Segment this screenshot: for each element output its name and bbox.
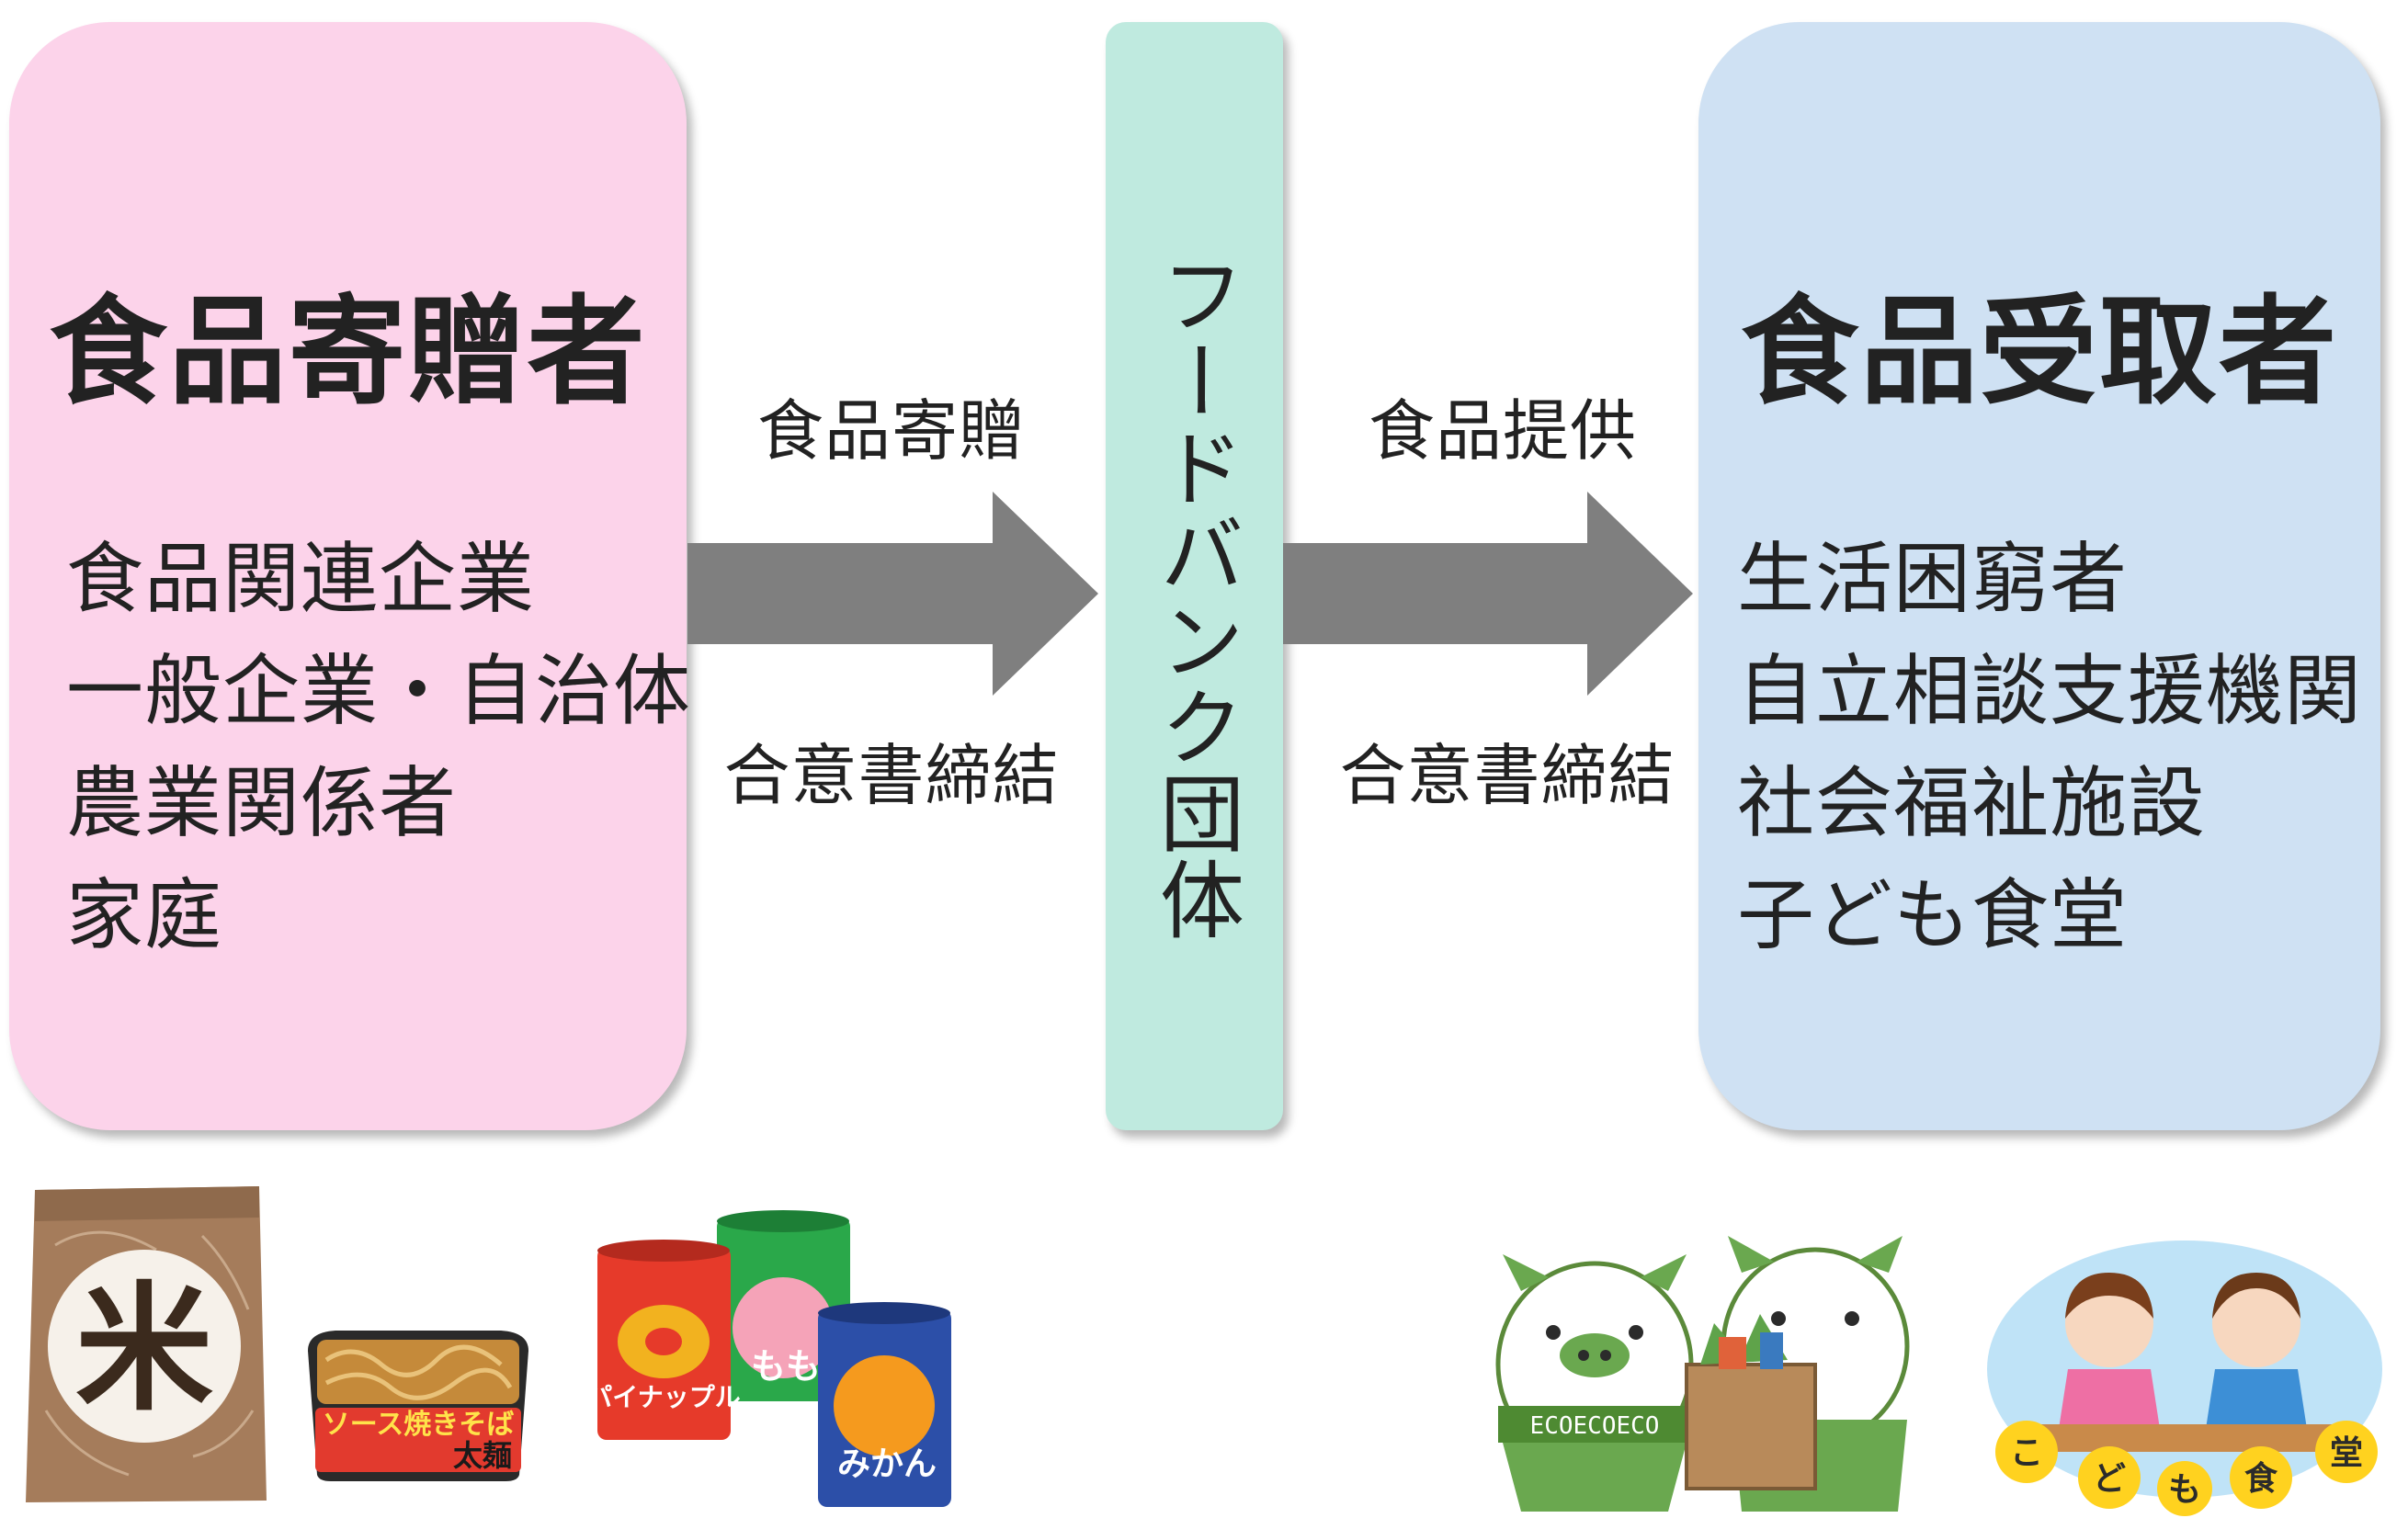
noodle-label-1: ソース焼きそば: [323, 1409, 515, 1441]
donor-title: 食品寄贈者: [49, 284, 647, 421]
recipient-title: 食品受取者: [1740, 284, 2338, 421]
kodomo-char: 堂: [2330, 1434, 2363, 1472]
recipient-item: 社会福祉施設: [1737, 758, 2207, 848]
mascot-band-text: ECOECOECO: [1530, 1412, 1660, 1440]
kodomo-char: も: [2168, 1471, 2201, 1509]
donation-arrow: [687, 492, 1098, 696]
rice-bag-illustration: 米: [26, 1186, 267, 1502]
recipient-item: 生活困窮者: [1737, 534, 2129, 624]
recipient-item: 子ども食堂: [1737, 870, 2129, 960]
donor-item: 農業関係者: [66, 758, 458, 848]
kodomo-char: ど: [2093, 1460, 2126, 1498]
donor-item: 家庭: [66, 870, 223, 960]
provide-arrow: [1283, 492, 1693, 696]
donation-label: 食品寄贈: [756, 392, 1026, 470]
kodomo-shokudo-illustration: こ ど も 食 堂: [1987, 1240, 2382, 1516]
can-pineapple-label: パイナップル: [593, 1382, 741, 1412]
noodle-label-2: 太麺: [453, 1438, 512, 1473]
recipient-item: 自立相談支援機関: [1737, 646, 2363, 736]
can-mikan-label: みかん: [837, 1445, 937, 1483]
agreement-label-recipient: 合意書締結: [1339, 737, 1675, 814]
provide-label: 食品提供: [1368, 392, 1637, 470]
recipient-box: 食品受取者 生活困窮者 自立相談支援機関 社会福祉施設 子ども食堂: [1698, 22, 2380, 1130]
mascot-illustration: ECOECOECO: [1495, 1236, 1910, 1512]
donor-box: 食品寄贈者 食品関連企業 一般企業・自治体 農業関係者 家庭: [9, 22, 690, 1130]
foodbank-box: フードバンク団体: [1106, 22, 1283, 1130]
kodomo-char: こ: [2010, 1434, 2043, 1472]
rice-bag-label: 米: [75, 1270, 213, 1430]
donor-item: 食品関連企業: [66, 534, 536, 624]
kodomo-char: 食: [2244, 1460, 2278, 1498]
foodbank-title: フードバンク団体: [1145, 252, 1244, 943]
recipient-list: 生活困窮者 自立相談支援機関 社会福祉施設 子ども食堂: [1737, 523, 2362, 971]
can-peach-label: もも: [751, 1346, 821, 1387]
donor-list: 食品関連企業 一般企業・自治体 農業関係者 家庭: [66, 523, 691, 971]
canned-food-illustration: もも パイナップル みかん: [593, 1210, 951, 1507]
noodle-cup-illustration: ソース焼きそば 太麺: [308, 1331, 528, 1481]
agreement-label-donor: 合意書締結: [723, 737, 1060, 814]
donor-item: 一般企業・自治体: [66, 646, 692, 736]
